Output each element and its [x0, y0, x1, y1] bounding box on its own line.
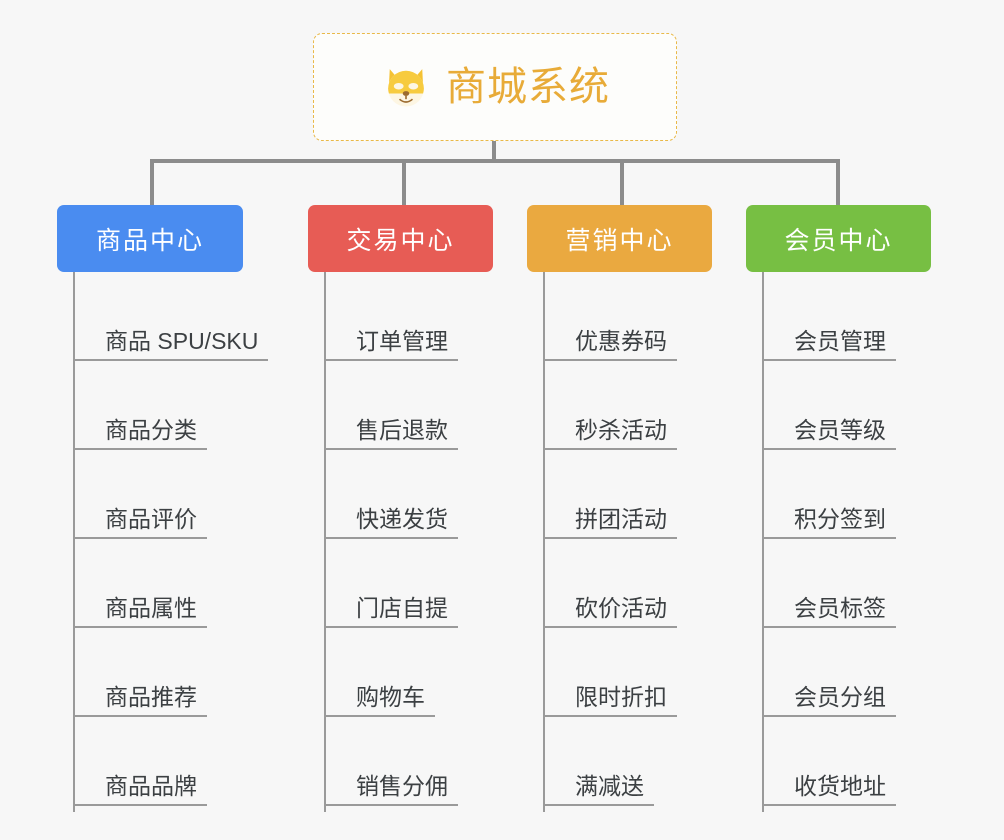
leaf-item[interactable]: 订单管理 [324, 272, 458, 361]
leaf-item[interactable]: 商品评价 [73, 450, 207, 539]
leaf-item-underline [324, 626, 458, 628]
leaf-item-underline [543, 537, 677, 539]
leaf-item-label: 订单管理 [356, 328, 448, 354]
leaf-item[interactable]: 会员分组 [762, 628, 896, 717]
leaf-trunk-line [324, 272, 326, 812]
dog-face-icon [380, 61, 432, 113]
leaf-item[interactable]: 商品分类 [73, 361, 207, 450]
leaf-item-label: 优惠券码 [575, 328, 667, 354]
leaf-item[interactable]: 商品属性 [73, 539, 207, 628]
leaf-item-underline [73, 448, 207, 450]
leaf-item-label: 会员标签 [794, 595, 886, 621]
leaf-item-label: 快递发货 [356, 506, 448, 532]
leaf-item[interactable]: 限时折扣 [543, 628, 677, 717]
leaf-item-underline [324, 537, 458, 539]
leaf-item-label: 售后退款 [356, 417, 448, 443]
leaf-item-label: 商品 SPU/SKU [105, 328, 259, 354]
connector-horizontal-bar [150, 159, 837, 163]
leaf-item-underline [543, 448, 677, 450]
connector-drop-3 [620, 159, 624, 206]
leaf-trunk-line [73, 272, 75, 812]
connector-stem [492, 141, 496, 162]
leaf-trunk-line [543, 272, 545, 812]
connector-drop-2 [402, 159, 406, 206]
leaf-item-underline [762, 804, 896, 806]
leaf-item[interactable]: 门店自提 [324, 539, 458, 628]
leaf-item-label: 秒杀活动 [575, 417, 667, 443]
leaf-item-label: 商品分类 [105, 417, 197, 443]
leaf-item-underline [762, 359, 896, 361]
leaf-item[interactable]: 砍价活动 [543, 539, 677, 628]
leaf-trunk-line [762, 272, 764, 812]
connector-drop-4 [836, 159, 840, 206]
leaf-item[interactable]: 快递发货 [324, 450, 458, 539]
leaf-item-underline [543, 359, 677, 361]
leaf-item-underline [762, 626, 896, 628]
leaf-item[interactable]: 满减送 [543, 717, 654, 806]
leaf-item-label: 商品评价 [105, 506, 197, 532]
leaf-item-underline [73, 715, 207, 717]
category-label: 会员中心 [784, 226, 893, 255]
category-box-1[interactable]: 商品中心 [57, 205, 243, 272]
leaf-item-label: 销售分佣 [356, 773, 448, 799]
leaf-item-underline [324, 359, 458, 361]
leaf-item-label: 砍价活动 [575, 595, 667, 621]
leaf-item-underline [324, 715, 435, 717]
leaf-item[interactable]: 会员标签 [762, 539, 896, 628]
leaf-item-underline [73, 359, 269, 361]
connector-drop-1 [150, 159, 154, 206]
leaf-item-underline [324, 804, 458, 806]
leaf-item[interactable]: 商品 SPU/SKU [73, 272, 269, 361]
leaf-item-label: 会员等级 [794, 417, 886, 443]
leaf-item[interactable]: 秒杀活动 [543, 361, 677, 450]
root-title: 商城系统 [446, 65, 610, 109]
leaf-item-underline [73, 537, 207, 539]
category-box-3[interactable]: 营销中心 [527, 205, 712, 272]
leaf-item-label: 会员分组 [794, 684, 886, 710]
leaf-item-label: 满减送 [575, 773, 644, 799]
leaf-item-label: 商品推荐 [105, 684, 197, 710]
leaf-item[interactable]: 商品品牌 [73, 717, 207, 806]
leaf-item-label: 门店自提 [356, 595, 448, 621]
leaf-item-label: 拼团活动 [575, 506, 667, 532]
root-node[interactable]: 商城系统 [313, 33, 677, 141]
leaf-item-underline [73, 804, 207, 806]
leaf-item[interactable]: 售后退款 [324, 361, 458, 450]
leaf-item-label: 购物车 [356, 684, 425, 710]
leaf-item[interactable]: 商品推荐 [73, 628, 207, 717]
leaf-item-underline [543, 715, 677, 717]
category-box-4[interactable]: 会员中心 [746, 205, 931, 272]
leaf-item[interactable]: 积分签到 [762, 450, 896, 539]
leaf-item-label: 商品属性 [105, 595, 197, 621]
leaf-item[interactable]: 优惠券码 [543, 272, 677, 361]
category-box-2[interactable]: 交易中心 [308, 205, 493, 272]
leaf-item-label: 会员管理 [794, 328, 886, 354]
leaf-item[interactable]: 销售分佣 [324, 717, 458, 806]
leaf-item-underline [762, 537, 896, 539]
leaf-item-label: 积分签到 [794, 506, 886, 532]
leaf-item-underline [543, 804, 654, 806]
leaf-item[interactable]: 购物车 [324, 628, 435, 717]
leaf-item-underline [73, 626, 207, 628]
leaf-item-label: 收货地址 [794, 773, 886, 799]
leaf-item-underline [543, 626, 677, 628]
leaf-item-label: 商品品牌 [105, 773, 197, 799]
category-label: 营销中心 [565, 226, 674, 255]
leaf-item[interactable]: 收货地址 [762, 717, 896, 806]
category-label: 商品中心 [95, 226, 204, 255]
leaf-item-underline [762, 715, 896, 717]
leaf-item[interactable]: 拼团活动 [543, 450, 677, 539]
leaf-item[interactable]: 会员等级 [762, 361, 896, 450]
category-label: 交易中心 [346, 226, 455, 255]
leaf-item-underline [324, 448, 458, 450]
leaf-item-underline [762, 448, 896, 450]
leaf-item-label: 限时折扣 [575, 684, 667, 710]
leaf-item[interactable]: 会员管理 [762, 272, 896, 361]
